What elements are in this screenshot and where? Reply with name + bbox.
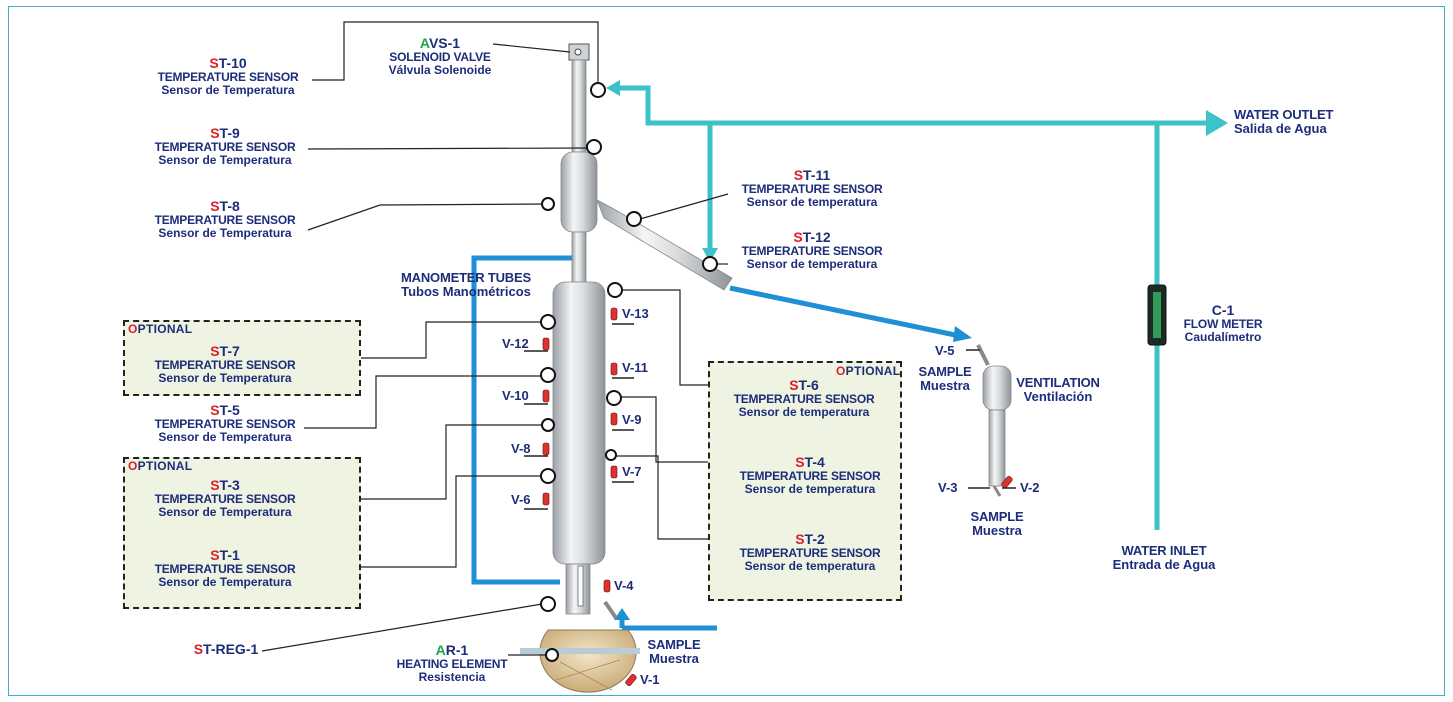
st4-label: ST-4 TEMPERATURE SENSOR Sensor de temper… [739, 454, 881, 497]
valve-v9-label: V-9 [622, 412, 642, 427]
st5-label: ST-5 TEMPERATURE SENSOR Sensor de Temper… [154, 402, 296, 445]
valve-v11-label: V-11 [622, 360, 649, 375]
optional-label-3: OPTIONAL [836, 364, 901, 378]
streg1-label: ST-REG-1 [193, 641, 259, 657]
water-down-arrow [702, 248, 718, 262]
sample-top-label: SAMPLE Muestra [918, 364, 972, 394]
distillation-column [552, 43, 606, 615]
boiling-flask [520, 600, 640, 693]
v2-icon [1001, 475, 1013, 489]
leader-lines [261, 21, 786, 656]
water-return-arrow [606, 80, 620, 96]
st9-marker [586, 139, 602, 155]
streg1-marker [540, 596, 556, 612]
st3-label: ST-3 TEMPERATURE SENSOR Sensor de Temper… [154, 477, 296, 520]
valve-v4-label: V-4 [614, 578, 634, 593]
sample-arrow [953, 326, 972, 342]
valve-v2-label: V-2 [1020, 480, 1040, 495]
st11-marker [626, 211, 642, 227]
st1-label: ST-1 TEMPERATURE SENSOR Sensor de Temper… [154, 547, 296, 590]
st1-marker [540, 468, 556, 484]
st5-marker [540, 367, 556, 383]
water-outlet-arrow [1206, 110, 1228, 136]
optional-label-2: OPTIONAL [128, 459, 193, 473]
avs1-label: AVS-1 SOLENOID VALVE Válvula Solenoide [388, 35, 492, 78]
water-pipes [620, 85, 1208, 530]
valve-v12-label: V-12 [502, 336, 529, 351]
st8-marker [541, 197, 555, 211]
st3-marker [541, 418, 555, 432]
ar1-label: AR-1 HEATING ELEMENT Resistencia [396, 642, 508, 685]
st10-marker [590, 82, 606, 98]
valve-v6-label: V-6 [511, 492, 531, 507]
valve-v10-label: V-10 [502, 388, 529, 403]
valve-v8-label: V-8 [511, 441, 531, 456]
st9-label: ST-9 TEMPERATURE SENSOR Sensor de Temper… [154, 125, 296, 168]
sample-bottom-label: SAMPLE Muestra [970, 509, 1024, 539]
valve-markers [524, 307, 1016, 687]
st7-label: ST-7 TEMPERATURE SENSOR Sensor de Temper… [154, 343, 296, 386]
st12-marker [702, 256, 718, 272]
manometer-pipe [471, 255, 961, 631]
st2-label: ST-2 TEMPERATURE SENSOR Sensor de temper… [739, 531, 881, 574]
water-inlet-label: WATER INLET Entrada de Agua [1112, 543, 1216, 573]
st2-marker [605, 449, 617, 461]
v13-icon [610, 307, 618, 321]
sample-flask [976, 344, 1012, 497]
st11-label: ST-11 TEMPERATURE SENSOR Sensor de tempe… [741, 167, 883, 210]
manometer-label: MANOMETER TUBES Tubos Manométricos [401, 270, 531, 300]
v1-icon [625, 673, 637, 687]
st12-label: ST-12 TEMPERATURE SENSOR Sensor de tempe… [741, 229, 883, 272]
v11-icon [610, 362, 618, 376]
sample-flask-label: SAMPLE Muestra [647, 637, 701, 667]
optional-label-1: OPTIONAL [128, 322, 193, 336]
valve-v7-label: V-7 [622, 464, 642, 479]
v8-icon [542, 442, 550, 456]
valve-v3-label: V-3 [938, 480, 958, 495]
flow-meter [1147, 284, 1167, 346]
optional-box-right [708, 361, 902, 601]
v7-icon [610, 465, 618, 479]
valve-v13-label: V-13 [622, 306, 649, 321]
v4-icon [603, 579, 611, 593]
ventilation-label: VENTILATION Ventilación [1016, 375, 1100, 405]
valve-v1-label: V-1 [640, 672, 660, 687]
v6-icon [542, 492, 550, 506]
sensor-markers [540, 82, 718, 662]
water-outlet-label: WATER OUTLET Salida de Agua [1234, 107, 1334, 137]
optional-box-upper-left [123, 320, 361, 396]
st6-marker [607, 282, 623, 298]
st8-label: ST-8 TEMPERATURE SENSOR Sensor de Temper… [154, 198, 296, 241]
sample-up-arrow [614, 608, 630, 620]
valve-v5-label: V-5 [935, 343, 955, 358]
ar1-marker [545, 648, 559, 662]
v12-icon [542, 337, 550, 351]
st7-marker [540, 314, 556, 330]
v9-icon [610, 412, 618, 426]
c1-label: C-1 FLOW METER Caudalímetro [1183, 302, 1263, 345]
st6-label: ST-6 TEMPERATURE SENSOR Sensor de temper… [733, 377, 875, 420]
st10-label: ST-10 TEMPERATURE SENSOR Sensor de Tempe… [157, 55, 299, 98]
v10-icon [542, 389, 550, 403]
optional-box-lower-left [123, 457, 361, 609]
st4-marker [606, 390, 622, 406]
